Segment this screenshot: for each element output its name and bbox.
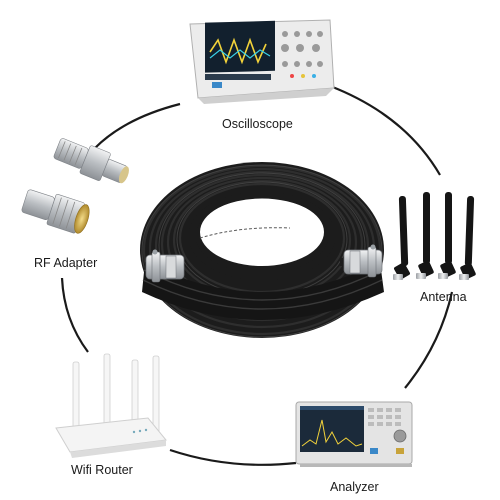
wifi-router-image bbox=[55, 353, 167, 458]
label-wifi-router: Wifi Router bbox=[71, 463, 133, 477]
connection-ring bbox=[60, 84, 454, 466]
bnc-connector-right bbox=[343, 244, 383, 278]
rf-adapter-image bbox=[21, 138, 129, 234]
antenna-image bbox=[393, 192, 476, 280]
coax-cable-coil bbox=[140, 162, 384, 338]
analyzer-image bbox=[295, 401, 413, 467]
label-rf-adapter: RF Adapter bbox=[34, 256, 98, 270]
oscilloscope-image bbox=[189, 19, 335, 104]
label-analyzer: Analyzer bbox=[330, 480, 379, 494]
label-oscilloscope: Oscilloscope bbox=[222, 117, 293, 131]
bnc-connector-left bbox=[145, 249, 185, 283]
label-antenna: Antenna bbox=[420, 290, 467, 304]
